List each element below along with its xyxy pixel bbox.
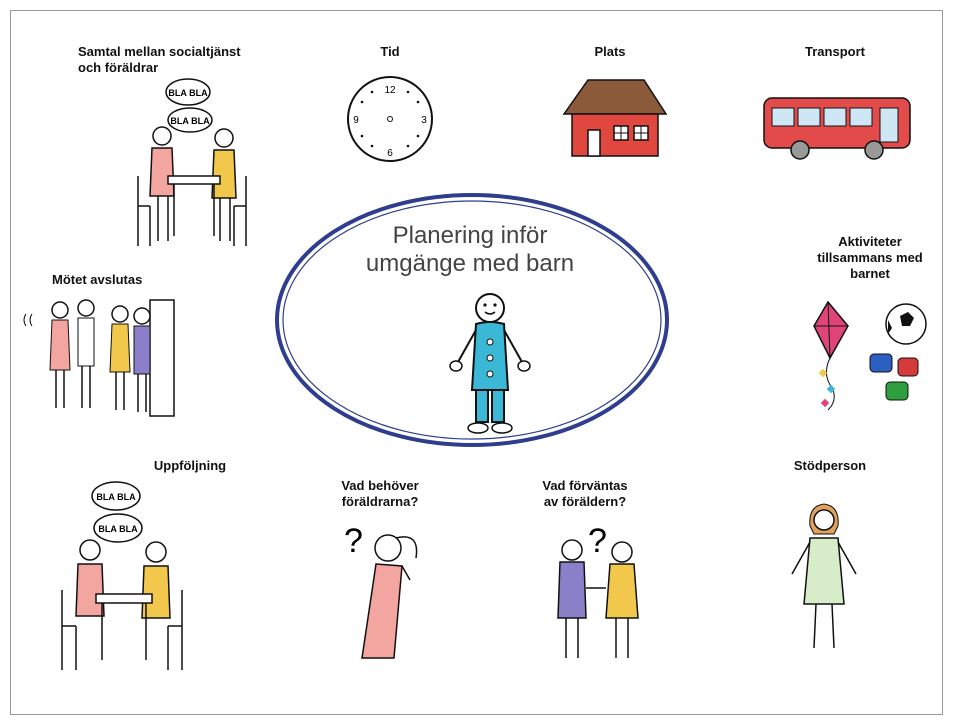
bus-illustration [763,97,911,160]
samtal-label: Samtal mellan socialtjänst och föräldrar [78,44,241,75]
meeting-ends-illustration [23,299,175,417]
uppfoljning-label: Uppföljning [153,458,227,473]
two-parents-illustration: ? [557,522,639,658]
clock-3: 3 [421,115,427,126]
aktiviteter-label: Aktiviteter tillsammans med barnet [817,234,923,281]
motet-label: Mötet avslutas [52,272,143,287]
clock-9: 9 [353,115,359,126]
question-mark-icon: ? [588,522,607,560]
child-figure [449,293,531,434]
followup-illustration: BLA BLA BLA BLA [61,481,183,670]
clock-6: 6 [387,148,393,159]
meeting-illustration: BLA BLA BLA BLA [137,78,247,246]
support-person-illustration [791,503,857,649]
clock-12: 12 [384,85,396,96]
diagram-frame [10,10,943,715]
activities-illustration [813,300,927,411]
thinking-parent-illustration: ? [344,522,418,659]
house-illustration [562,79,668,157]
stodperson-label: Stödperson [793,458,867,473]
behover-label: Vad behöver föräldrarna? [341,478,419,509]
forvantas-label: Vad förväntas av föräldern? [542,478,628,509]
speech-bubble-text: BLA BLA [98,524,138,534]
speech-bubble-text: BLA BLA [168,88,208,98]
center-ellipse [275,193,669,447]
transport-label: Transport [805,44,865,59]
center-title: Planering inför umgänge med barn [365,222,575,277]
plats-label: Plats [594,44,626,59]
tid-label: Tid [380,44,400,59]
speech-bubble-text: BLA BLA [96,492,136,502]
clock-illustration: 12 3 6 9 [347,76,433,162]
question-mark-icon: ? [344,522,363,560]
speech-bubble-text: BLA BLA [170,116,210,126]
